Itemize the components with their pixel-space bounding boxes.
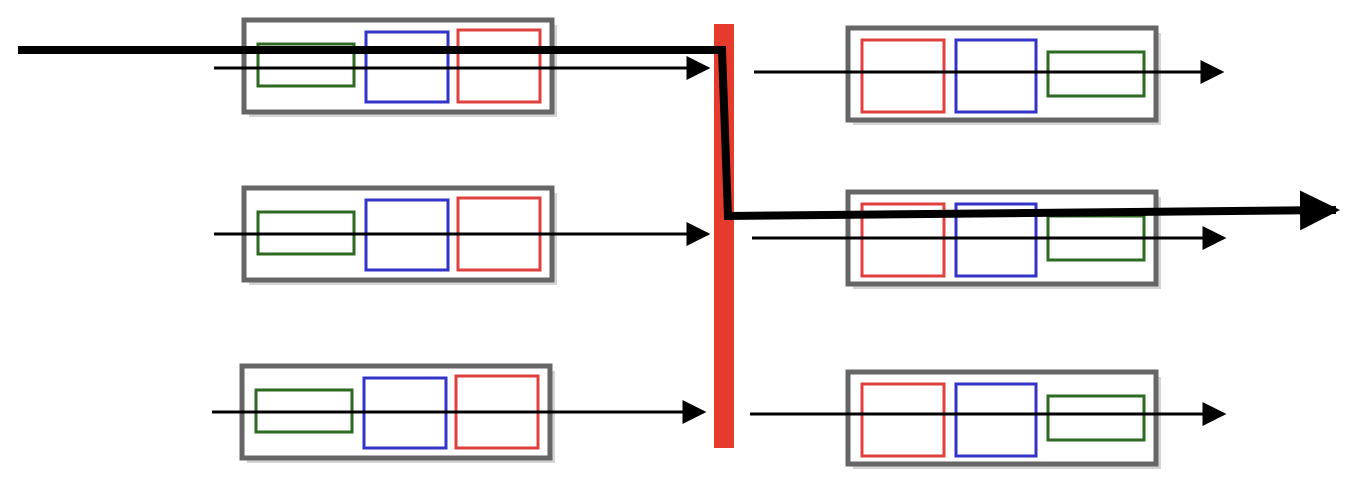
right-card-3-blue-box [954,382,1038,458]
right-card-1-group [845,25,1161,125]
right-card-2-red-box [860,202,946,278]
left-card-1 [241,17,555,115]
left-card-1-green-box [256,42,356,88]
left-card-1-red-box [456,28,542,104]
right-card-1-blue-box [954,38,1038,114]
switch-bar [714,24,734,448]
right-card-3-green-box [1046,394,1146,442]
right-card-1-red-box [860,38,946,114]
right-card-1-green-box [1046,50,1146,98]
right-card-3-red-box [860,382,946,458]
right-card-1 [845,25,1159,123]
left-card-2-group [241,185,557,285]
left-card-3-group [239,363,555,463]
right-card-3 [845,369,1159,467]
right-card-3-group [845,369,1161,469]
right-card-2-group [845,189,1161,289]
highlighted-path-arrow [18,46,1340,231]
right-card-2-blue-box [954,202,1038,278]
left-card-1-group [241,17,557,117]
